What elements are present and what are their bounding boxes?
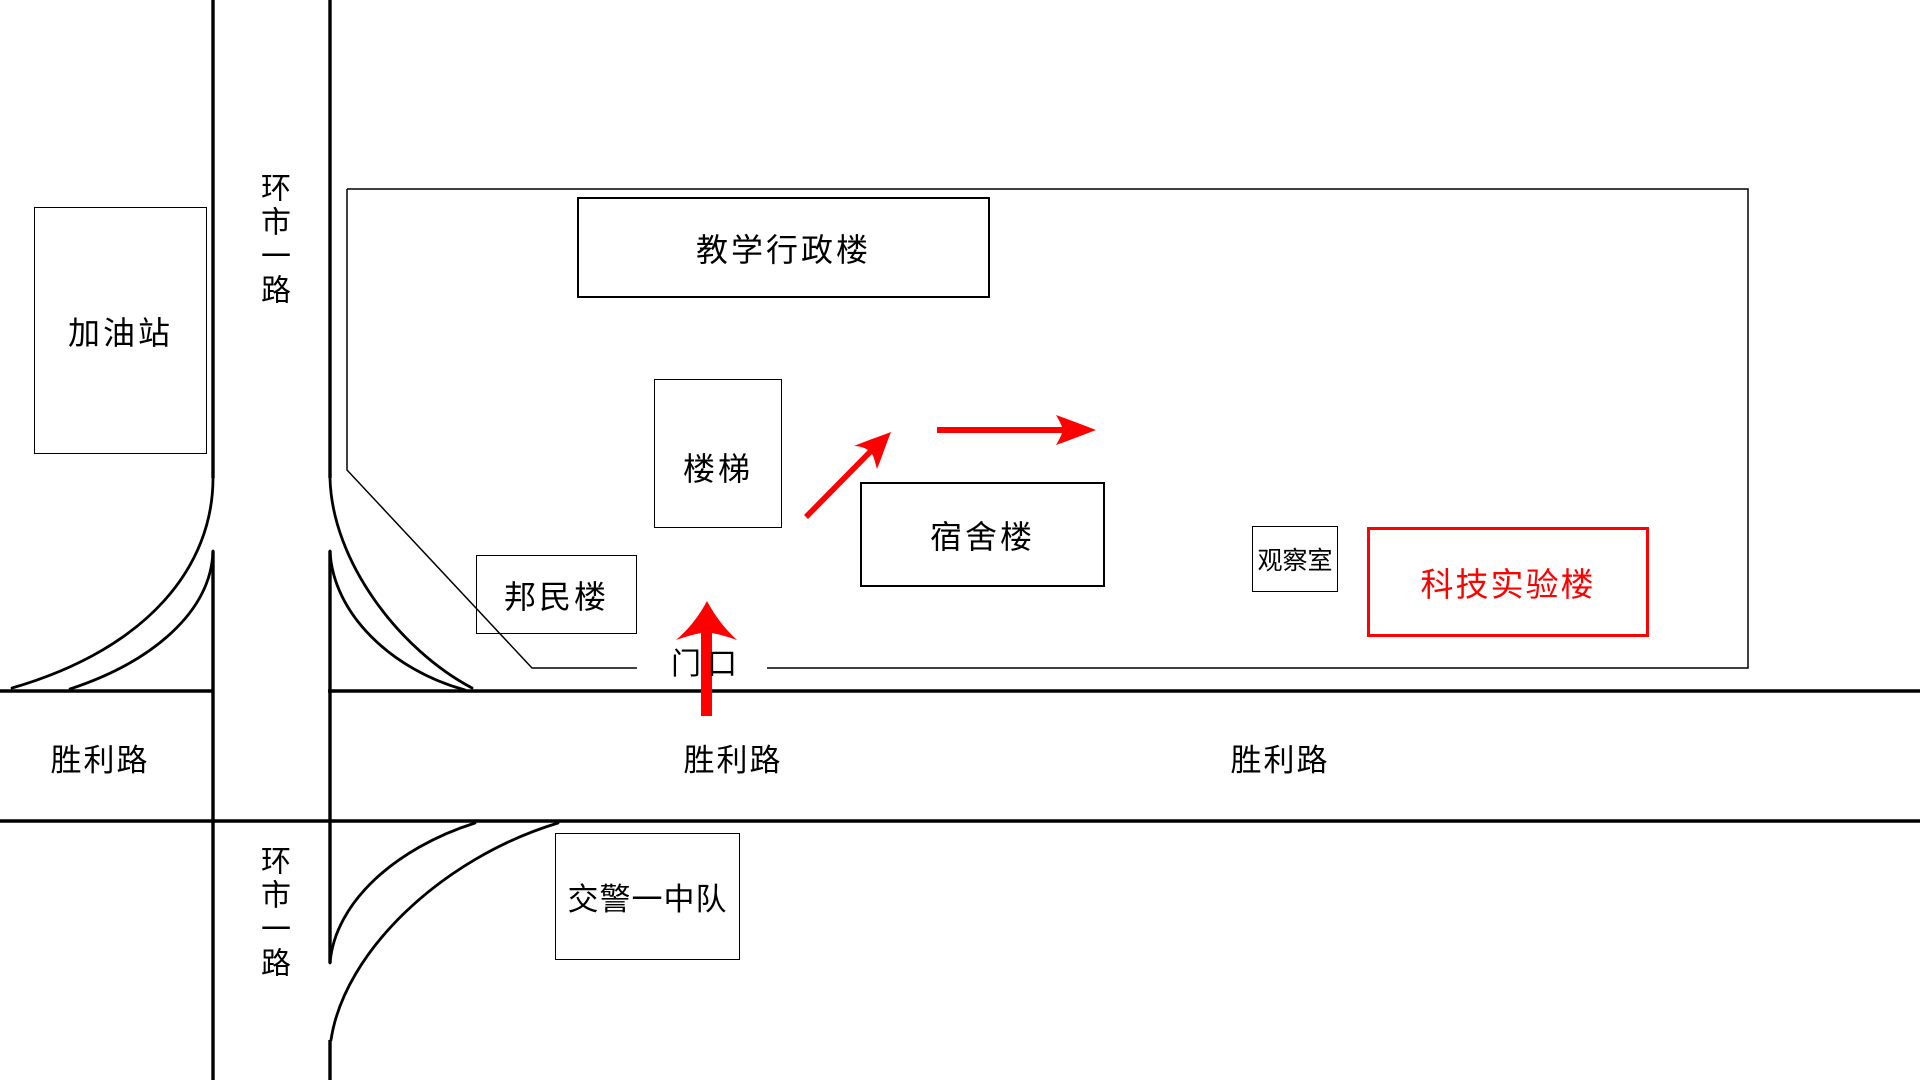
road-label-ring-road-top-text: 环市一路 [256,172,289,308]
route-arrows [676,415,1096,716]
ring-road-lines [211,0,332,1080]
road-label-shengli-right: 胜利路 [1220,738,1340,778]
intersection-curves [10,476,560,1042]
building-traffic-police: 交警一中队 [555,833,740,960]
road-label-shengli-right-text: 胜利路 [1230,742,1330,778]
road-label-shengli-center: 胜利路 [673,738,793,778]
building-teaching-admin-label: 教学行政楼 [695,231,871,268]
road-label-shengli-left: 胜利路 [40,738,160,778]
gate-label: 门口 [647,643,767,681]
route-arrow-right [937,415,1096,445]
road-label-ring-road-bottom: 环市一路 [252,845,292,990]
building-bangmin-label: 邦民楼 [503,578,609,615]
building-observation-room-label: 观察室 [1257,548,1333,575]
route-arrow-up [676,601,737,716]
road-label-ring-road-top: 环市一路 [252,172,292,317]
building-stairs: 楼梯 [654,379,782,528]
route-arrow-diagonal [804,432,891,519]
building-science-lab-label: 科技实验楼 [1420,568,1596,604]
building-bangmin: 邦民楼 [476,555,637,634]
building-gas-station: 加油站 [34,207,207,454]
building-teaching-admin: 教学行政楼 [577,197,990,298]
building-dormitory: 宿舍楼 [860,482,1105,587]
building-traffic-police-label: 交警一中队 [567,882,728,917]
campus-boundary [346,188,1749,669]
building-dormitory-label: 宿舍楼 [929,518,1035,555]
building-science-lab: 科技实验楼 [1367,527,1649,637]
gate-label-text: 门口 [671,648,743,681]
road-label-ring-road-bottom-text: 环市一路 [256,845,289,981]
building-observation-room: 观察室 [1252,526,1338,592]
building-gas-station-label: 加油站 [67,314,173,351]
shengli-road-lines [0,689,1920,823]
road-label-shengli-center-text: 胜利路 [683,742,783,778]
road-label-shengli-left-text: 胜利路 [50,742,150,778]
building-stairs-label: 楼梯 [682,450,753,487]
